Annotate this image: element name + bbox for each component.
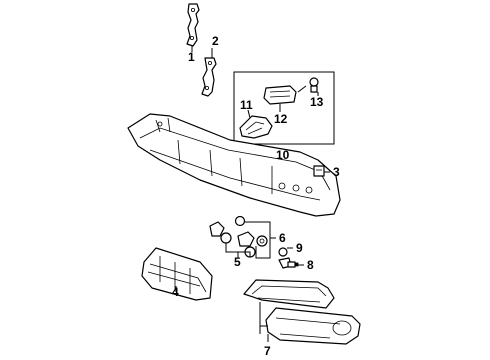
part-7-park-lamp-upper [243, 279, 335, 309]
part-12-marker [263, 85, 297, 105]
part-1-bracket [186, 3, 200, 47]
callout-13: 13 [310, 95, 324, 109]
part-group-10-box [233, 71, 335, 145]
part-6-sockets [234, 215, 268, 247]
callout-8: 8 [307, 258, 314, 272]
part-2-bracket [201, 57, 217, 97]
part-7-side-lamp-lower [265, 307, 361, 345]
callout-12: 12 [274, 112, 288, 126]
callout-3: 3 [333, 165, 340, 179]
callout-9: 9 [296, 241, 303, 255]
callout-11: 11 [240, 98, 253, 112]
part-3-clip [313, 165, 325, 177]
part-8-bulb [287, 261, 299, 268]
part-13-bulb [309, 77, 319, 93]
part-4-headlamp [141, 247, 213, 301]
radiator-support [127, 113, 341, 217]
callout-5: 5 [234, 255, 241, 269]
callout-1: 1 [188, 50, 195, 64]
callout-10: 10 [276, 148, 290, 162]
part-11-lamp [239, 115, 273, 139]
part-5-sockets [209, 221, 256, 258]
callout-7: 7 [264, 344, 271, 358]
callout-6: 6 [279, 231, 286, 245]
callout-4: 4 [172, 285, 179, 299]
callout-2: 2 [212, 34, 219, 48]
